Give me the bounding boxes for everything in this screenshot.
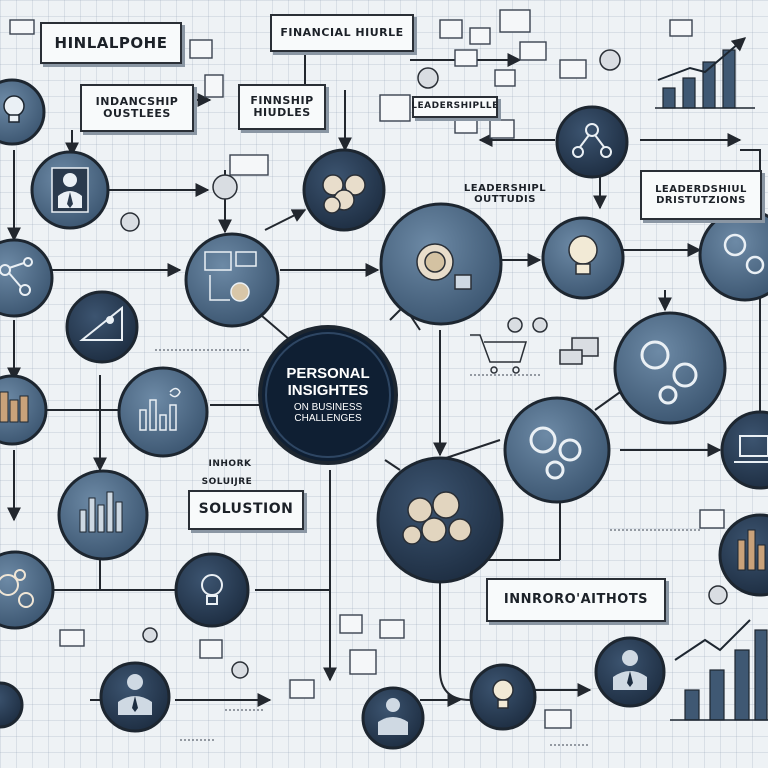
label-upper-mid: LEADERSHIPLLE [411,96,498,118]
node-chart-bottomright [718,513,768,597]
node-chart-leftmid [117,366,209,458]
bar-chart-icon [662,49,736,109]
node-gears-center [503,396,611,504]
node-finance-center [379,202,503,326]
node-idea-right [541,216,625,300]
label-solution-small-2: SOLUIJRE [201,477,253,488]
label-innovations: INNRORO'AITHOTS [486,578,666,622]
gears-icon [640,340,698,405]
node-triangle [65,290,139,364]
tie-person-icon [51,167,89,213]
growth-arrow-icon [79,305,123,341]
bar-chart-icon [0,391,29,423]
center-line-2: INSIGHTES [287,381,369,399]
center-line-1: PERSONAL [286,365,370,382]
tie-person-icon [378,698,408,735]
gears-icon [723,233,765,275]
shopping-cart-icon [470,334,599,374]
node-coins-bottom [376,456,504,584]
growth-arrow-icon [674,619,751,661]
node-left-4 [0,550,55,630]
node-leader-bottomcenter [361,686,425,750]
lightbulb-icon [201,574,223,605]
lightbulb-icon [492,679,514,709]
node-leadership-topright [555,105,629,179]
coins-icon [204,251,257,302]
coins-icon [402,491,472,545]
node-laptop [720,410,768,490]
label-outstles: INDANCSHIP OUSTLEES [80,84,194,132]
tie-person-icon [613,650,647,690]
node-left-2 [0,238,54,318]
center-title: PERSONAL INSIGHTES ON BUSINESS CHALLENGE… [262,330,394,460]
label-distutions: LEADERDSHIUL DRISTUTZIONS [640,170,762,220]
tie-person-icon [118,674,152,715]
center-line-3: ON BUSINESS [293,402,363,413]
network-icon [572,123,612,158]
network-icon [0,257,33,296]
coins-icon [322,174,366,214]
coins-icon [416,243,472,290]
gears-icon [529,426,582,480]
node-left-3 [0,374,48,446]
small-doodle-circles [120,49,728,679]
node-gears-right [613,311,727,425]
label-leadership-outtudis: LEADERSHIPL OUTTUDIS [463,183,547,205]
lightbulb-icon [3,95,25,123]
bar-chart-icon [684,629,768,721]
node-gears-edge [698,208,768,302]
gears-icon [0,569,34,608]
growth-chart-bottomright [670,619,768,721]
label-top-center: FINANCIAL HIURLE [270,14,414,52]
label-solution: SOLUSTION [188,490,304,530]
label-solution-small-1: INHORK [208,459,252,470]
node-finance-left [184,232,280,328]
label-hiudles: FINNSHIP HIUDLES [238,84,326,130]
node-left-5 [0,681,24,729]
node-leader-topleft [30,150,110,230]
bar-chart-icon [79,491,123,533]
node-idea-bottomleft [174,552,250,628]
node-idea-bottomright [469,663,537,731]
lightbulb-icon [568,235,598,275]
node-chart-leftlow [57,469,149,561]
growth-arrow-icon [657,37,747,81]
bar-chart-icon [737,529,766,571]
bar-chart-icon [139,387,181,431]
node-leader-bottomright [594,636,666,708]
center-node [258,325,398,465]
label-top-left: HINLALPOHE [40,22,182,64]
center-line-4: CHALLENGES [294,413,362,424]
growth-chart-topright [655,37,755,109]
node-left-1 [0,78,46,146]
node-leader-bottomleft [99,661,171,733]
node-coins-top [302,148,386,232]
laptop-icon [734,435,768,463]
